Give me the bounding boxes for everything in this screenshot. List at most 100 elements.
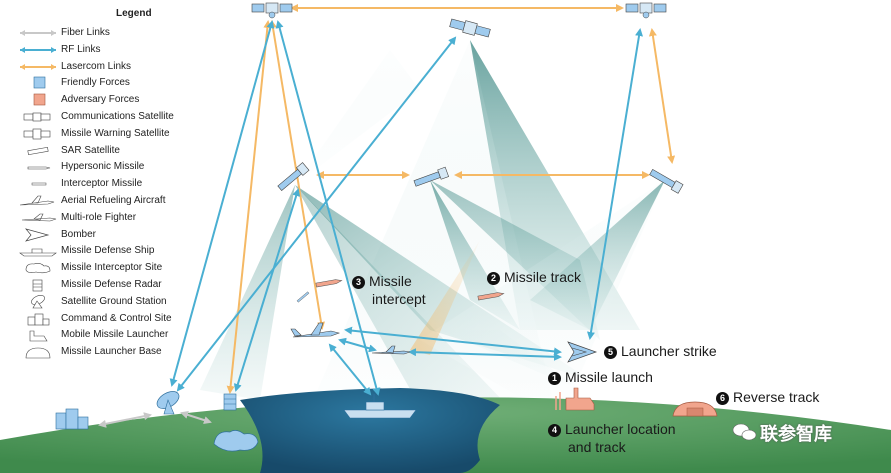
legend-item: SAR Satellite: [18, 143, 208, 159]
legend-item: Fiber Links: [18, 25, 208, 41]
legend-item-label: Command & Control Site: [61, 312, 172, 324]
legend-item-label: Communications Satellite: [61, 111, 174, 122]
step-label-line2: intercept: [372, 291, 426, 307]
step-label: Launcher strike: [621, 343, 717, 359]
communications-satellite-right-icon: [625, 2, 667, 19]
launcher-base-icon: [18, 344, 58, 360]
step-launcher-location: 4 Launcher location and track: [548, 420, 676, 456]
communications-satellite-icon: [18, 109, 58, 125]
launcher-base-icon: [672, 401, 718, 417]
watermark-text: 联参智库: [760, 424, 832, 445]
fighter-icon: [18, 210, 58, 226]
legend-item-label: Satellite Ground Station: [61, 295, 167, 307]
legend-item-label: Friendly Forces: [61, 77, 130, 89]
legend-item-label: Aerial Refueling Aircraft: [61, 195, 166, 206]
legend-item: Communications Satellite: [18, 109, 208, 125]
legend-item: Bomber: [18, 227, 208, 243]
step-number: 4: [548, 424, 561, 437]
step-launcher-strike: 5 Launcher strike: [604, 342, 717, 360]
hypersonic-missile-icon: [18, 159, 58, 175]
legend-item: Missile Launcher Base: [18, 344, 208, 360]
communication-links: [98, 4, 676, 428]
step-missile-track: 2 Missile track: [487, 268, 581, 286]
step-label-line1: Missile: [369, 273, 412, 289]
mobile-launcher-icon: [18, 327, 58, 343]
legend-item: Interceptor Missile: [18, 176, 208, 192]
command-site-icon: [18, 311, 58, 327]
legend-item-label: Fiber Links: [61, 27, 110, 38]
ship-icon: [18, 243, 58, 259]
step-label-line2: and track: [568, 439, 626, 455]
communications-satellite-left-icon: [251, 2, 293, 19]
legend-item-label: Mobile Missile Launcher: [61, 329, 169, 341]
radar-icon: [18, 277, 58, 293]
legend-item: Missile Defense Radar: [18, 277, 208, 293]
legend-item-label: Missile Launcher Base: [61, 346, 162, 358]
legend-item: RF Links: [18, 42, 208, 58]
hypersonic-missile-intercepted-icon: [315, 279, 343, 288]
command-site-icon: [55, 408, 89, 430]
legend-item-label: Lasercom Links: [61, 60, 132, 72]
legend-item: Missile Interceptor Site: [18, 260, 208, 276]
legend-item: Lasercom Links: [18, 59, 208, 75]
interceptor-missile-icon: [18, 176, 58, 192]
radar-icon: [223, 393, 237, 411]
legend-item-label: RF Links: [61, 43, 101, 55]
bomber-icon: [18, 227, 58, 243]
legend-item: Aerial Refueling Aircraft: [18, 193, 208, 209]
legend-item: Multi-role Fighter: [18, 210, 208, 226]
step-missile-intercept: 3 Missile intercept: [352, 272, 426, 308]
step-label-line1: Launcher location: [565, 421, 676, 437]
legend-item-label: Missile Defense Radar: [61, 279, 162, 290]
step-label: Reverse track: [733, 389, 820, 405]
legend-item-label: SAR Satellite: [61, 144, 120, 156]
satellites: [251, 2, 684, 194]
wechat-icon: [732, 423, 757, 441]
earth: [0, 388, 891, 473]
legend-item-label: Interceptor Missile: [61, 178, 143, 190]
multi-role-fighter-icon: [371, 345, 411, 355]
step-number: 3: [352, 276, 365, 289]
step-number: 2: [487, 272, 500, 285]
legend-item-label: Bomber: [61, 228, 97, 240]
sar-satellite-middle-icon: [413, 166, 450, 187]
hypersonic-missile-tracked-icon: [477, 292, 505, 301]
missile-warning-satellite-icon: [18, 126, 58, 142]
interceptor-missile-icon: [296, 291, 310, 303]
ground-station-icon: [156, 391, 180, 415]
legend-item-label: Missile Interceptor Site: [61, 262, 163, 274]
missile-warning-satellite-icon: [449, 18, 491, 38]
aircraft-and-missiles: [290, 279, 598, 363]
legend-item: Adversary Forces: [18, 92, 208, 108]
legend-item: Missile Warning Satellite: [18, 126, 208, 142]
legend-item-label: Hypersonic Missile: [61, 161, 145, 173]
legend-item: Missile Defense Ship: [18, 243, 208, 259]
refueling-aircraft-icon: [290, 322, 341, 338]
legend-item: Command & Control Site: [18, 311, 208, 327]
legend-item: Hypersonic Missile: [18, 159, 208, 175]
sar-satellite-icon: [18, 143, 58, 159]
legend-item-label: Missile Warning Satellite: [61, 127, 170, 139]
sar-satellite-left-icon: [277, 162, 310, 192]
interceptor-site-icon: [213, 430, 259, 452]
step-label: Missile launch: [565, 369, 653, 385]
step-number: 5: [604, 346, 617, 359]
refueling-aircraft-icon: [18, 193, 58, 209]
step-label: Missile track: [504, 269, 582, 285]
step-number: 6: [716, 392, 729, 405]
legend-item: Mobile Missile Launcher: [18, 327, 208, 343]
rf-link-icon: [18, 42, 58, 58]
adversary-swatch-icon: [18, 92, 58, 108]
legend-item: Friendly Forces: [18, 75, 208, 91]
friendly-swatch-icon: [18, 75, 58, 91]
mobile-launcher-icon: [555, 387, 595, 411]
interceptor-site-icon: [18, 260, 58, 276]
fiber-link-icon: [18, 25, 58, 41]
legend-item: Satellite Ground Station: [18, 294, 208, 310]
legend-item-label: Adversary Forces: [61, 94, 140, 106]
step-reverse-track: 6 Reverse track: [716, 388, 819, 406]
bomber-icon: [567, 341, 598, 363]
ground-station-icon: [18, 294, 58, 310]
